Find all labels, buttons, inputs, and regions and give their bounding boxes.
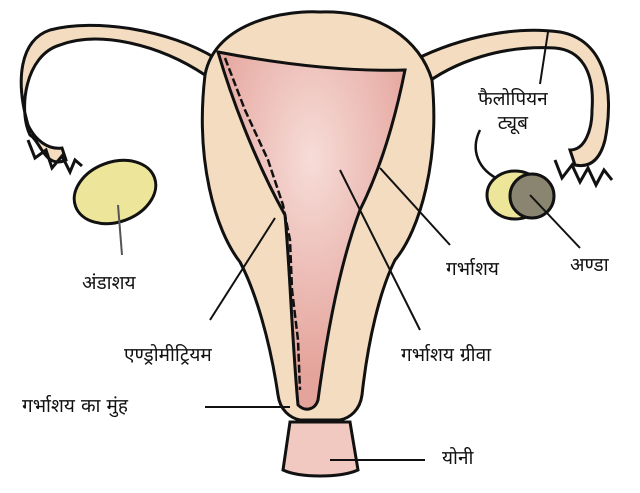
left-ovary bbox=[65, 149, 164, 234]
label-ovary: अंडाशय bbox=[82, 272, 136, 296]
leader-egg bbox=[530, 195, 580, 248]
label-vagina: योनी bbox=[442, 447, 473, 471]
label-fallopian-tube: फैलोपियन ट्यूब bbox=[478, 88, 548, 136]
left-fallopian-tube bbox=[21, 25, 215, 162]
right-tube-ridge bbox=[476, 130, 500, 180]
label-cervix: गर्भाशय ग्रीवा bbox=[401, 344, 491, 368]
vagina bbox=[283, 422, 358, 476]
label-uterus: गर्भाशय bbox=[446, 258, 499, 282]
label-fallopian-line1: फैलोपियन bbox=[478, 88, 548, 112]
label-endometrium: एण्ड्रोमीट्रियम bbox=[124, 344, 212, 368]
label-fallopian-line2: ट्यूब bbox=[478, 112, 548, 136]
label-cervix-mouth: गर्भाशय का मुंह bbox=[22, 395, 128, 419]
label-egg: अण्डा bbox=[570, 254, 609, 278]
